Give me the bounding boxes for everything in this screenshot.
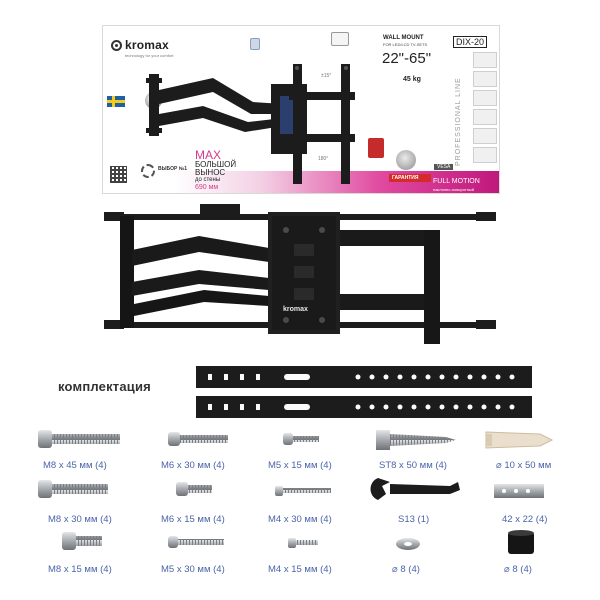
screw-st8x50-icon	[376, 430, 456, 450]
max-extension-line2: ВЫНОС	[195, 168, 226, 177]
product-title: WALL MOUNT	[383, 35, 424, 41]
full-motion-label: FULL MOTION	[433, 178, 480, 185]
product-box: kromax technology for your comfort ±15° …	[103, 26, 499, 193]
kromax-label-icon	[368, 138, 384, 158]
spec-swivel-icon	[473, 109, 497, 125]
screen-size-range: 22"-65"	[382, 50, 432, 67]
award-label: ВЫБОР №1	[158, 166, 188, 172]
tv-bracket-bottom	[196, 396, 532, 418]
medal-icon	[250, 38, 260, 50]
mascot-icon	[396, 150, 416, 170]
award-badge-icon	[141, 164, 155, 178]
part-label-m8x30: M8 x 30 мм (4)	[48, 514, 112, 525]
full-motion-sublabel: наклонно-поворотный	[433, 187, 475, 192]
part-label-m6x30: M6 x 30 мм (4)	[161, 460, 225, 471]
bolt-m4x30-icon	[275, 486, 331, 496]
vesa-badge: VESA	[434, 164, 454, 170]
max-extension-line1: БОЛЬШОЙ	[195, 160, 237, 169]
part-label-rubber-spacer: ⌀ 8 (4)	[504, 564, 532, 575]
tv-brackets	[196, 366, 532, 418]
swivel-angle-label: 180°	[318, 156, 329, 162]
part-label-m4x30: M4 x 30 мм (4)	[268, 514, 332, 525]
max-extension-title: MAX	[195, 148, 222, 162]
bolt-m5x15-icon	[283, 433, 319, 445]
bolt-m5x30-icon	[168, 536, 224, 548]
washer-icon	[396, 538, 420, 550]
brand-logo: kromax	[111, 38, 169, 52]
qr-code-icon	[110, 166, 127, 183]
product-line-label: PROFESSIONAL LINE	[455, 77, 462, 166]
part-label-m6x15: M6 x 15 мм (4)	[161, 514, 225, 525]
max-extension-line3: до стены	[195, 177, 221, 183]
bolt-m6x30-icon	[168, 432, 228, 446]
bolt-m6x15-icon	[176, 482, 212, 496]
spec-vesa-icon	[473, 71, 497, 87]
kit-title: комплектация	[58, 379, 151, 394]
tv-bracket-top	[196, 366, 532, 388]
wrench-s13-icon	[370, 478, 460, 500]
tilt-angle-label: ±15°	[321, 73, 332, 79]
hardware-illustrations	[38, 430, 554, 554]
part-label-plug: ⌀ 10 x 50 мм	[496, 460, 552, 471]
bolt-m8x45-icon	[38, 430, 120, 448]
bolt-m8x15-icon	[62, 532, 102, 550]
bolt-m8x30-icon	[38, 480, 108, 498]
bolt-m4x15-icon	[288, 538, 318, 548]
wall-plug-icon	[485, 431, 554, 449]
brand-tagline: technology for your comfort	[125, 53, 174, 58]
product-subtitle: FOR LED/LCD TV-SETS	[383, 42, 428, 47]
max-extension-block: MAX БОЛЬШОЙ ВЫНОС до стены 690 мм	[195, 149, 247, 192]
part-label-spacer-plate: 42 x 22 (4)	[502, 514, 548, 525]
logo-mark-icon	[111, 39, 122, 51]
box-mount-illustration	[146, 64, 355, 184]
sweden-flag-icon	[107, 96, 125, 107]
plate-logo: kromax	[283, 306, 308, 313]
part-label-m8x15: M8 x 15 мм (4)	[48, 564, 112, 575]
max-extension-value: 690 мм	[195, 184, 219, 191]
spec-weight-icon	[473, 52, 497, 68]
part-label-m5x15: M5 x 15 мм (4)	[268, 460, 332, 471]
brand-name: kromax	[125, 38, 169, 52]
rubber-spacer-icon	[508, 530, 534, 554]
part-label-m5x30: M5 x 30 мм (4)	[161, 564, 225, 575]
part-label-m8x45: M8 x 45 мм (4)	[43, 460, 107, 471]
wall-mount-product	[104, 204, 496, 344]
guarantee-badge: ГАРАНТИЯ	[389, 174, 431, 182]
tilt-icon	[331, 32, 349, 46]
part-label-wrench: S13 (1)	[398, 514, 430, 525]
part-label-st8x50: ST8 x 50 мм (4)	[379, 460, 447, 471]
spec-distance-icon	[473, 128, 497, 144]
spec-color-icon	[473, 147, 497, 163]
model-code: DIX-20	[453, 36, 488, 48]
spec-icons-column	[473, 52, 497, 166]
spec-tilt-icon	[473, 90, 497, 106]
part-label-m4x15: M4 x 15 мм (4)	[268, 564, 332, 575]
max-load: 45 kg	[403, 76, 421, 83]
part-label-washer: ⌀ 8 (4)	[392, 564, 420, 575]
spacer-plate-icon	[494, 484, 544, 498]
